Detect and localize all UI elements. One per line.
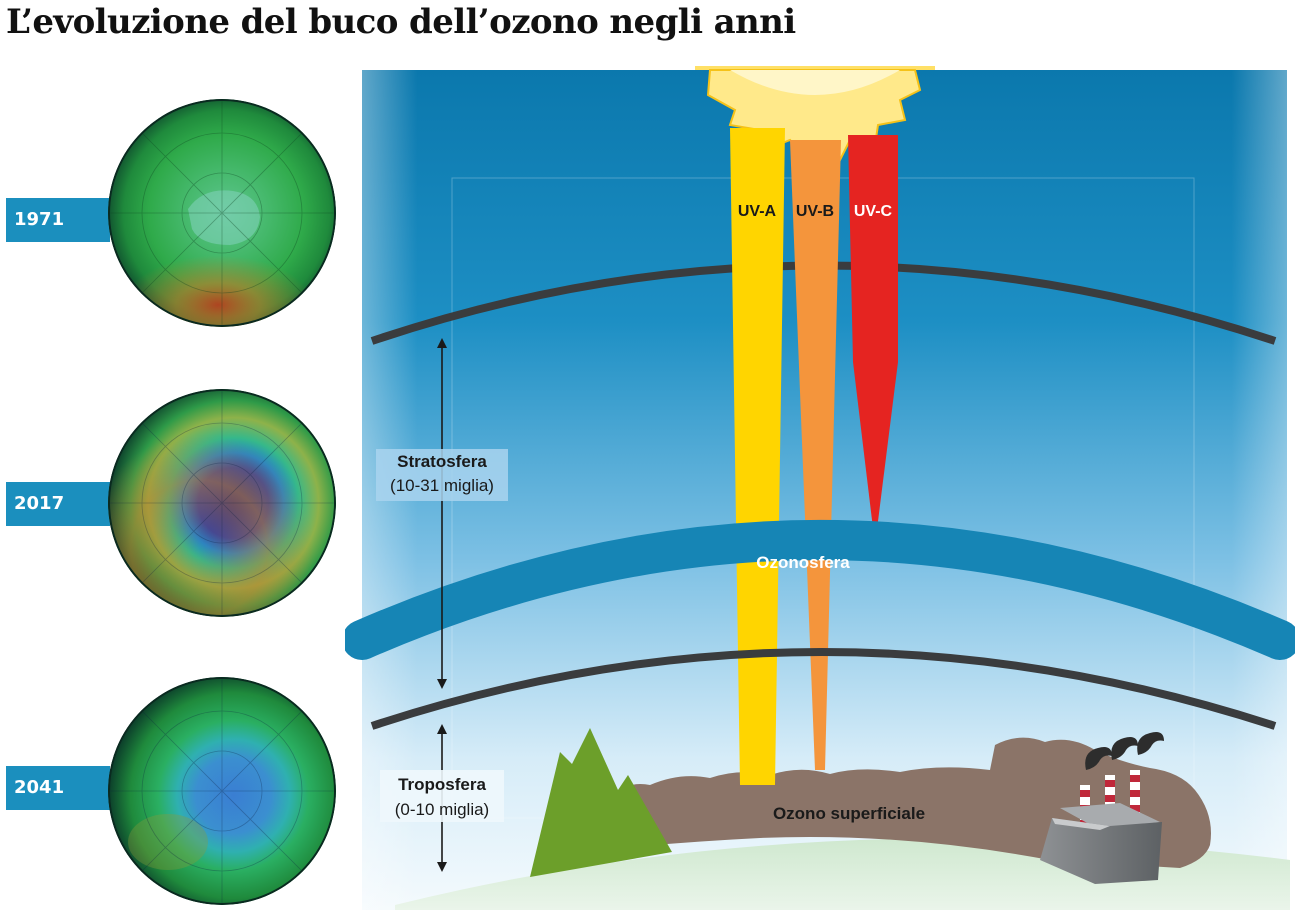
uv-b-label: UV-B (796, 203, 834, 220)
ozonosphere-label: Ozonosfera (756, 553, 850, 572)
year-tab-1971: 1971 (6, 198, 110, 242)
year-tab-2017: 2017 (6, 482, 110, 526)
troposphere-upper-boundary (370, 648, 1277, 730)
ozonosphere-band (345, 520, 1295, 660)
year-label: 1971 (14, 209, 65, 230)
uv-c-label: UV-C (854, 203, 893, 220)
troposphere-label: Troposfera (398, 775, 486, 794)
uv-a-label: UV-A (738, 203, 777, 220)
smoke-icon (1085, 732, 1164, 770)
ozone-globe-1971 (108, 99, 336, 327)
ozone-globe-2017 (108, 389, 336, 617)
troposphere-range: (0-10 miglia) (395, 800, 489, 819)
mountain-icon (530, 728, 672, 877)
uv-a-beam (730, 128, 785, 785)
year-tab-2041: 2041 (6, 766, 110, 810)
stratosphere-range: (10-31 miglia) (390, 476, 494, 495)
uv-c-beam (848, 135, 898, 545)
page-title: L’evoluzione del buco dell’ozono negli a… (6, 2, 796, 42)
year-label: 2017 (14, 493, 65, 514)
stratosphere-label: Stratosfera (397, 452, 487, 471)
year-label: 2041 (14, 777, 65, 798)
surface-ozone-label: Ozono superficiale (773, 804, 925, 823)
stratosphere-height-arrow (437, 338, 447, 689)
uv-b-beam (790, 140, 841, 770)
ozone-globe-2041 (108, 677, 336, 905)
atmosphere-diagram: UV-A UV-B UV-C Stratosfera (10-31 miglia… (345, 66, 1295, 910)
factory-icon (1040, 770, 1162, 884)
